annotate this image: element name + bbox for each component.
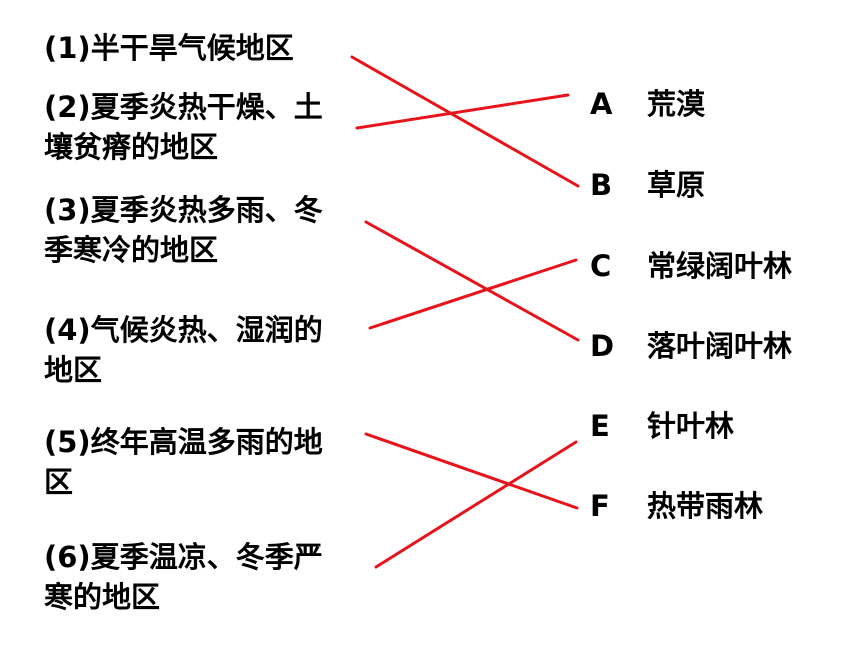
option-c-letter: C	[590, 249, 612, 283]
option-d-text: 落叶阔叶林	[647, 329, 793, 363]
option-b-letter: B	[590, 168, 613, 202]
item-1-text-1: 半干旱气候地区	[90, 31, 294, 65]
item-4: (4)气候炎热、湿润的 地区	[44, 310, 323, 390]
item-5-text-1: 终年高温多雨的地	[90, 425, 323, 459]
item-3-line-2: 季寒冷的地区	[44, 233, 219, 267]
item-4-line-1: (4)气候炎热、湿润的	[44, 310, 323, 350]
item-3-number: (3)	[44, 193, 91, 227]
match-line-4-c	[368, 258, 578, 330]
item-2-line-2: 壤贫瘠的地区	[44, 130, 219, 164]
option-a-letter: A	[590, 87, 613, 121]
item-2-number: (2)	[44, 90, 91, 124]
option-b-text: 草原	[647, 168, 706, 202]
item-6-text-1: 夏季温凉、冬季严	[90, 540, 323, 574]
item-5-line-2: 区	[44, 465, 74, 499]
option-d-letter: D	[590, 329, 615, 363]
match-line-5-f	[364, 432, 579, 510]
item-3-line-1: (3)夏季炎热多雨、冬	[44, 190, 323, 230]
item-2-text-1: 夏季炎热干燥、土	[90, 90, 323, 124]
item-3: (3)夏季炎热多雨、冬 季寒冷的地区	[44, 190, 323, 270]
match-line-3-d	[364, 220, 580, 342]
item-1: (1)半干旱气候地区	[44, 28, 294, 68]
item-2-line-1: (2)夏季炎热干燥、土	[44, 87, 323, 127]
option-c-text: 常绿阔叶林	[647, 249, 793, 283]
item-4-text-1: 气候炎热、湿润的	[90, 313, 323, 347]
item-6-line-2: 寒的地区	[44, 580, 161, 614]
option-e-text: 针叶林	[647, 409, 735, 443]
option-f-text: 热带雨林	[647, 489, 764, 523]
option-a-text: 荒漠	[647, 87, 706, 121]
option-f-letter: F	[590, 489, 610, 523]
item-6-line-1: (6)夏季温凉、冬季严	[44, 537, 323, 577]
item-1-number: (1)	[44, 31, 91, 65]
option-e-letter: E	[590, 409, 610, 443]
match-line-6-e	[374, 440, 578, 569]
item-2: (2)夏季炎热干燥、土 壤贫瘠的地区	[44, 87, 323, 167]
item-4-number: (4)	[44, 313, 91, 347]
item-5-line-1: (5)终年高温多雨的地	[44, 422, 323, 462]
item-3-text-1: 夏季炎热多雨、冬	[90, 193, 323, 227]
item-4-line-2: 地区	[44, 353, 103, 387]
item-6: (6)夏季温凉、冬季严 寒的地区	[44, 537, 323, 617]
item-6-number: (6)	[44, 540, 91, 574]
match-line-2-a	[355, 93, 570, 130]
item-1-line-1: (1)半干旱气候地区	[44, 31, 294, 65]
item-5-number: (5)	[44, 425, 91, 459]
item-5: (5)终年高温多雨的地 区	[44, 422, 323, 502]
match-line-1-b	[350, 55, 580, 188]
